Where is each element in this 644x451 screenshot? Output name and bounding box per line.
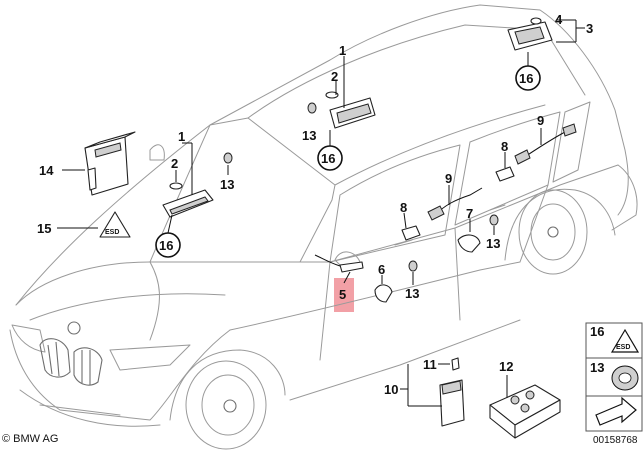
callout-13-rear-door: 13 (486, 236, 500, 251)
callout-6: 6 (378, 262, 385, 277)
part-grommets (223, 102, 499, 272)
callout-13-roof: 13 (302, 128, 316, 143)
part-reading-light-rear (507, 17, 553, 51)
callout-16-rear: 16 (519, 71, 533, 86)
copyright-text: © BMW AG (2, 433, 59, 445)
callout-4: 4 (555, 12, 563, 27)
legend-panel: 16 ESD 13 (585, 322, 643, 432)
svg-text:ESD: ESD (105, 229, 119, 236)
leader-lines (57, 19, 585, 407)
part-control-unit (84, 131, 136, 196)
callout-8-rear-door: 8 (501, 139, 508, 154)
callout-9-rear-door: 9 (537, 113, 544, 128)
part-interior-light-roof (325, 91, 376, 129)
callout-9-front-door: 9 (445, 171, 452, 186)
svg-text:ESD: ESD (616, 344, 630, 351)
callout-numbers: 1 2 13 16 4 3 16 1 2 13 14 15 16 9 8 9 8… (37, 12, 593, 397)
legend-warning-triangle (610, 328, 640, 353)
legend-label-13: 13 (590, 360, 604, 375)
callout-14: 14 (39, 163, 54, 178)
callout-3: 3 (586, 21, 593, 36)
part-connector (439, 357, 465, 427)
part-wiring-harness (427, 123, 577, 221)
highlight-part-5 (334, 278, 354, 312)
part-interior-light-front (162, 182, 214, 218)
callout-2-front: 2 (171, 156, 178, 171)
callout-10: 10 (384, 382, 398, 397)
callout-5: 5 (339, 287, 346, 302)
document-id: 00158768 (593, 435, 638, 446)
callout-12: 12 (499, 359, 513, 374)
car-body (9, 4, 638, 450)
callout-7: 7 (466, 206, 473, 221)
part-repair-kit (489, 384, 561, 439)
callout-1-roof: 1 (339, 43, 346, 58)
part-light-housing (457, 234, 481, 253)
callout-circle-16-roof (317, 145, 343, 171)
callout-circle-16-rear (515, 65, 541, 91)
part-bulb-holder (374, 284, 393, 303)
callout-11: 11 (423, 357, 437, 372)
callout-1-front: 1 (178, 129, 185, 144)
callout-13-front-door: 13 (405, 286, 419, 301)
callout-8-front-door: 8 (400, 200, 407, 215)
part-warning-label: ESD (99, 211, 131, 238)
callout-16-roof: 16 (321, 151, 335, 166)
legend-label-16: 16 (590, 324, 604, 339)
part-mirror-light (314, 254, 364, 273)
arrow-icon (595, 396, 637, 426)
callout-2-roof: 2 (331, 69, 338, 84)
callout-15: 15 (37, 221, 51, 236)
callout-13-front: 13 (220, 177, 234, 192)
callout-circle-16-front (155, 232, 181, 258)
callout-16-front: 16 (159, 238, 173, 253)
part-door-lights (401, 166, 515, 241)
